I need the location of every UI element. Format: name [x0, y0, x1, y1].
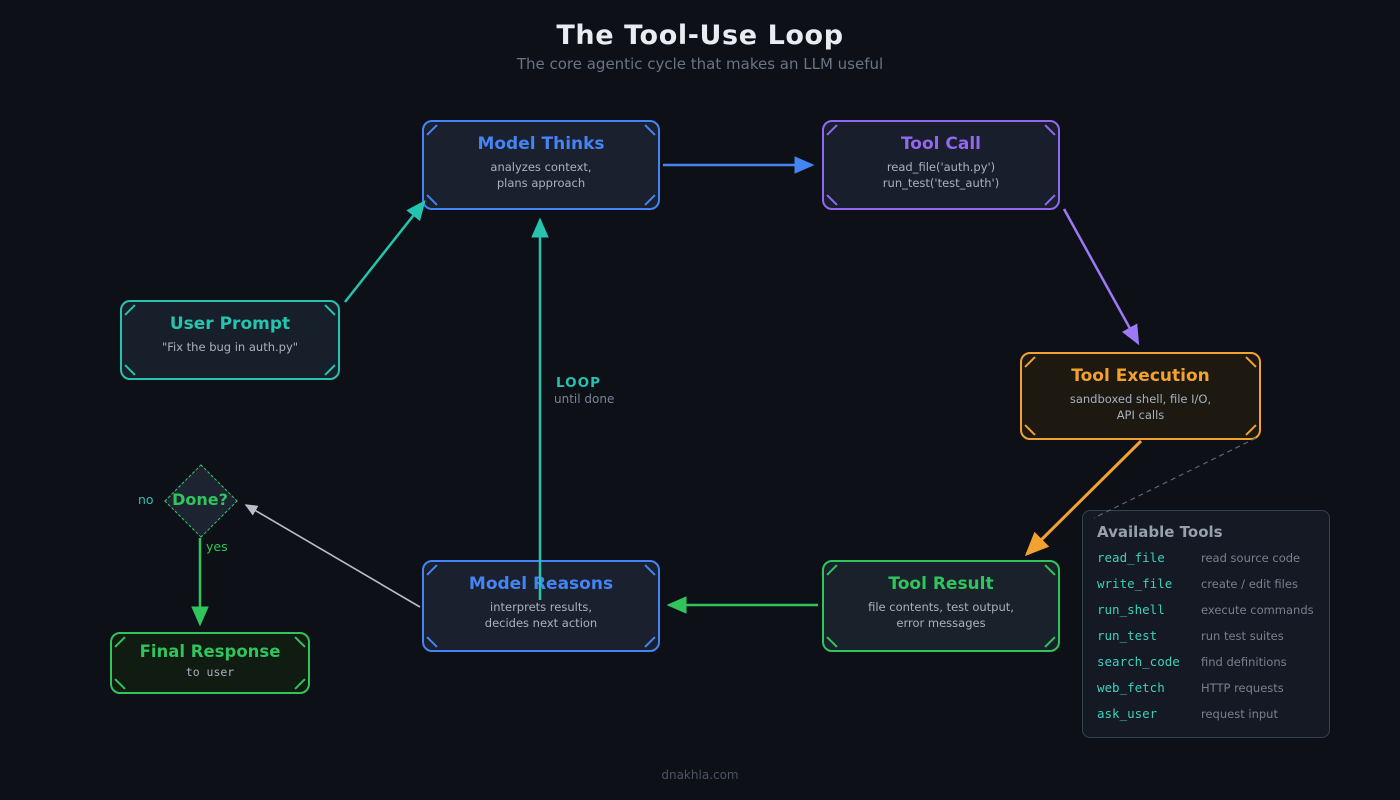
node-line: API calls: [1116, 408, 1165, 422]
corner-mark-icon: [426, 194, 438, 206]
node-line: plans approach: [496, 176, 586, 190]
tool-name: web_fetch: [1097, 680, 1165, 695]
page-subtitle: The core agentic cycle that makes an LLM…: [516, 55, 884, 73]
corner-mark-icon: [1245, 424, 1257, 436]
corner-mark-icon: [644, 194, 656, 206]
corner-mark-icon: [1024, 424, 1036, 436]
tool-name: ask_user: [1097, 706, 1158, 721]
tool-row: read_file read source code: [1097, 550, 1329, 576]
node-line: analyzes context,: [490, 160, 592, 174]
tool-name: run_shell: [1097, 602, 1165, 617]
tool-desc: create / edit files: [1201, 577, 1298, 591]
tool-name: read_file: [1097, 550, 1165, 565]
tool-desc: run test suites: [1201, 629, 1284, 643]
page-title: The Tool-Use Loop: [556, 20, 844, 51]
node-title: Model Thinks: [477, 134, 605, 154]
arrow-user-prompt-to-model-thinks: [344, 200, 426, 303]
node-title: Model Reasons: [468, 574, 614, 594]
tool-row: web_fetch HTTP requests: [1097, 680, 1329, 706]
node-line: to user: [185, 665, 235, 679]
corner-mark-icon: [114, 678, 126, 690]
node-line: run_test('test_auth'): [882, 176, 1000, 190]
tool-row: run_test run test suites: [1097, 628, 1329, 654]
node-title: Final Response: [139, 642, 281, 661]
corner-mark-icon: [1044, 636, 1056, 648]
tool-name: search_code: [1097, 654, 1180, 669]
tool-row: search_code find definitions: [1097, 654, 1329, 680]
node-tool-call: Tool Call read_file('auth.py') run_test(…: [822, 120, 1060, 210]
corner-mark-icon: [826, 636, 838, 648]
node-model-thinks: Model Thinks analyzes context, plans app…: [422, 120, 660, 210]
corner-mark-icon: [1044, 194, 1056, 206]
node-line: sandboxed shell, file I/O,: [1069, 392, 1212, 406]
node-title: Tool Call: [900, 134, 982, 154]
tool-desc: HTTP requests: [1201, 681, 1284, 695]
branch-label-no: no: [138, 492, 154, 507]
panel-title: Available Tools: [1097, 523, 1223, 541]
footer-credit: dnakhla.com: [661, 768, 739, 782]
branch-label-yes: yes: [206, 539, 228, 554]
node-line: "Fix the bug in auth.py": [161, 340, 299, 354]
corner-mark-icon: [644, 636, 656, 648]
tool-row: run_shell execute commands: [1097, 602, 1329, 628]
node-line: file contents, test output,: [868, 600, 1014, 614]
node-line: error messages: [896, 616, 986, 630]
arrow-model-reasons-to-done: [244, 504, 421, 608]
node-line: read_file('auth.py'): [886, 160, 996, 174]
tool-desc: read source code: [1201, 551, 1301, 565]
node-title: Tool Execution: [1071, 366, 1210, 386]
node-tool-execution: Tool Execution sandboxed shell, file I/O…: [1020, 352, 1261, 440]
node-user-prompt: User Prompt "Fix the bug in auth.py": [120, 300, 340, 380]
available-tools-panel: Available Tools read_file read source co…: [1082, 510, 1330, 738]
tool-desc: execute commands: [1201, 603, 1314, 617]
node-tool-result: Tool Result file contents, test output, …: [822, 560, 1060, 652]
tool-row: write_file create / edit files: [1097, 576, 1329, 602]
node-line: decides next action: [484, 616, 598, 630]
node-title: User Prompt: [169, 314, 291, 334]
corner-mark-icon: [294, 678, 306, 690]
tool-row: ask_user request input: [1097, 706, 1329, 732]
decision-label: Done?: [172, 490, 228, 509]
dashed-link-tool-execution-to-tools-panel: [1093, 437, 1257, 519]
corner-mark-icon: [324, 364, 336, 376]
node-model-reasons: Model Reasons interprets results, decide…: [422, 560, 660, 652]
tool-desc: find definitions: [1201, 655, 1287, 669]
loop-label: LOOP: [556, 375, 601, 391]
loop-sublabel: until done: [554, 392, 615, 406]
tool-name: write_file: [1097, 576, 1173, 591]
corner-mark-icon: [426, 636, 438, 648]
node-final-response: Final Response to user: [110, 632, 310, 694]
node-line: interprets results,: [490, 600, 592, 614]
corner-mark-icon: [124, 364, 136, 376]
arrow-tool-call-to-tool-execution: [1062, 208, 1140, 346]
tool-name: run_test: [1097, 628, 1158, 643]
node-title: Tool Result: [888, 574, 994, 594]
tool-desc: request input: [1201, 707, 1278, 721]
corner-mark-icon: [826, 194, 838, 206]
